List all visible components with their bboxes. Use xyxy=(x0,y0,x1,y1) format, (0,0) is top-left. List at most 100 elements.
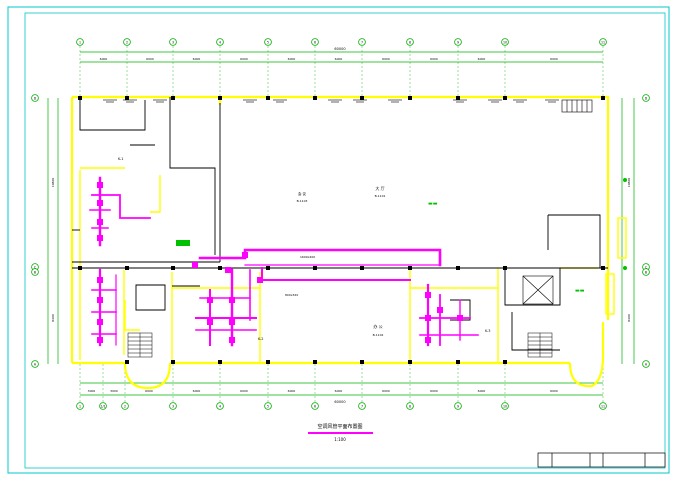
column-10 xyxy=(266,266,270,270)
grid-bubble-right-1-label: D xyxy=(645,96,648,100)
grid-bubble-bottom-7: 6 xyxy=(311,402,319,410)
duct-fitting-22 xyxy=(225,267,231,273)
grid-bubble-right-3-label: B xyxy=(645,270,647,274)
duct-fitting-8 xyxy=(97,337,103,343)
column-20 xyxy=(503,266,507,270)
grid-bubble-right-4: A xyxy=(642,360,650,368)
diffuser-2 xyxy=(123,99,137,103)
top-span-1: 6000 xyxy=(100,57,108,61)
duct-fitting-6 xyxy=(97,297,103,303)
room-label-office: 办 公 B-1102 xyxy=(373,323,384,337)
grid-bubble-bottom-12-label: 11 xyxy=(601,404,605,408)
duct-fittings xyxy=(97,182,463,343)
grid-bubble-bottom-3: 2 xyxy=(121,402,129,410)
column-7 xyxy=(218,96,222,100)
grid-bubble-bottom-5: 4 xyxy=(216,402,224,410)
grid-bubble-left-1: D xyxy=(31,94,39,102)
grid-bubble-bottom-6-label: 5 xyxy=(267,404,269,408)
bottom-dimension-chain xyxy=(80,382,603,396)
duct-main-size: 1600x400 xyxy=(300,255,315,259)
office-note: B-1102 xyxy=(373,333,384,337)
top-span-8: 6000 xyxy=(430,57,438,61)
grid-bubble-bottom-12: 11 xyxy=(599,402,607,410)
column-29 xyxy=(408,360,412,364)
office-name: 办 公 xyxy=(373,323,382,329)
duct-fitting-16 xyxy=(425,292,431,298)
green-markers: ▬▬ ▬▬ xyxy=(176,178,627,294)
top-total-dimension: 60000 xyxy=(334,47,345,51)
hall-note: B-1101 xyxy=(375,194,386,198)
bottom-span-4: 6000 xyxy=(193,389,201,393)
top-span-7: 6000 xyxy=(382,57,390,61)
grid-bubble-left-3: B xyxy=(31,268,39,276)
column-13 xyxy=(360,96,364,100)
column-11 xyxy=(313,96,317,100)
grid-bubble-left-3-label: B xyxy=(34,270,36,274)
grid-bubble-right-3: B xyxy=(642,268,650,276)
grid-bubble-top-3-label: 3 xyxy=(172,40,174,44)
hall-name: 大 厅 xyxy=(375,185,384,191)
column-25 xyxy=(218,360,222,364)
grid-bubble-right-1: D xyxy=(642,94,650,102)
stair-right xyxy=(527,332,553,358)
column-12 xyxy=(313,266,317,270)
grid-bubble-top-10: 10 xyxy=(501,38,509,46)
grid-bubble-top-6-label: 6 xyxy=(314,40,316,44)
stair-top-right xyxy=(561,99,593,113)
drawing-scale: 1:100 xyxy=(334,437,346,442)
left-span-2: 8400 xyxy=(51,314,55,322)
diffuser-9 xyxy=(453,99,467,103)
grid-bubble-bottom-10-label: 9 xyxy=(457,404,459,408)
column-27 xyxy=(313,360,317,364)
top-span-3: 6000 xyxy=(193,57,201,61)
grid-axis-lines xyxy=(79,46,604,403)
interior-partitions xyxy=(79,167,627,362)
ahu-left-label: K-1 xyxy=(118,157,123,161)
column-3 xyxy=(125,96,129,100)
drawing-caption: 空调风管平面布置图 xyxy=(317,423,362,430)
diffuser-12 xyxy=(545,99,559,103)
column-5 xyxy=(171,96,175,100)
grid-bubble-top-6: 6 xyxy=(311,38,319,46)
grid-bubble-top-4-label: 4 xyxy=(219,40,221,44)
right-span-2: 8400 xyxy=(627,314,631,322)
column-14 xyxy=(360,266,364,270)
meeting-name: 会 议 xyxy=(298,191,307,196)
bottom-total-dimension: 60000 xyxy=(334,400,345,404)
grid-bubble-top-7: 7 xyxy=(358,38,366,46)
duct-fitting-9 xyxy=(207,297,213,303)
top-diffusers xyxy=(103,99,559,103)
grid-bubble-left-4: A xyxy=(31,360,39,368)
grid-bubble-top-5-label: 5 xyxy=(267,40,269,44)
duct-fitting-10 xyxy=(207,319,213,325)
bottom-span-8: 6000 xyxy=(382,389,390,393)
meeting-note: B-1103 xyxy=(297,199,308,203)
right-span-1: 10800 xyxy=(627,178,631,188)
duct-fitting-13 xyxy=(229,337,235,343)
column-6 xyxy=(171,266,175,270)
grid-bubble-bottom-11-label: 10 xyxy=(503,404,507,408)
column-19 xyxy=(503,96,507,100)
grid-bubble-top-2: 2 xyxy=(123,38,131,46)
side-dimension-chains xyxy=(47,98,635,364)
column-4 xyxy=(125,266,129,270)
duct-fitting-7 xyxy=(97,319,103,325)
duct-fitting-17 xyxy=(425,315,431,321)
duct-fitting-2 xyxy=(97,200,103,206)
column-23 xyxy=(125,360,129,364)
drawing-border-inner xyxy=(24,12,666,469)
grid-bubble-left-4-label: A xyxy=(34,362,37,366)
bottom-span-3: 6000 xyxy=(145,389,153,393)
grid-bubble-right-4-label: A xyxy=(645,362,648,366)
bottom-span-5: 6000 xyxy=(240,389,248,393)
ahu-right-label: K-3 xyxy=(485,329,490,333)
duct-fitting-5 xyxy=(97,277,103,283)
duct-fitting-20 xyxy=(457,315,463,321)
grid-bubble-bottom-2: 1/1 xyxy=(99,402,107,410)
duct-fitting-3 xyxy=(97,219,103,225)
